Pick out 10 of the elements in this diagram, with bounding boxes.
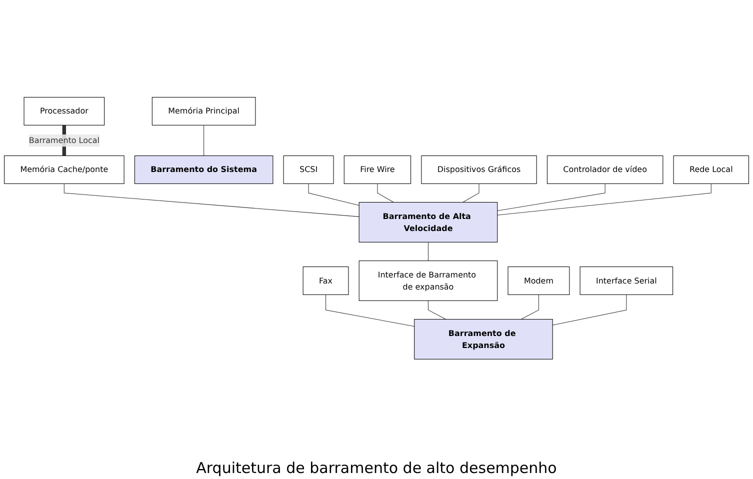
caption: Arquitetura de barramento de alto desempenho (196, 459, 557, 477)
connector (552, 294, 627, 326)
connector (377, 184, 394, 203)
connector (64, 184, 360, 218)
connector (462, 184, 480, 203)
connector (326, 294, 415, 327)
connector (497, 184, 712, 216)
connector (308, 184, 360, 206)
connector (428, 300, 446, 320)
connector (497, 184, 606, 212)
